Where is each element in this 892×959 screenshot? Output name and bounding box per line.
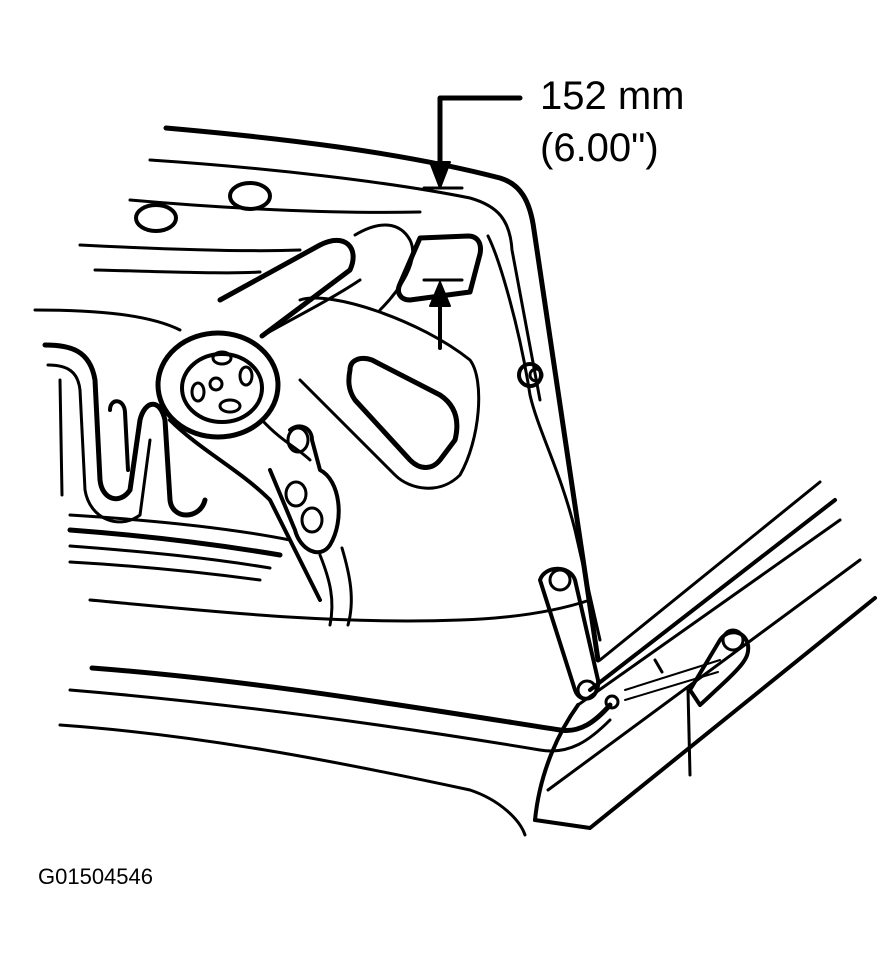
latch-point (606, 696, 618, 708)
lower-rib-3 (70, 546, 270, 568)
lid-seal-2 (70, 690, 610, 751)
inner-panel-slot-1 (110, 401, 128, 470)
figure-id-label: G01504546 (38, 864, 153, 889)
lid-top-edge-inner (150, 160, 540, 400)
connector-ring-3 (302, 508, 322, 532)
lock-pin-left (192, 383, 204, 401)
lower-rib-1 (70, 515, 290, 540)
rear-panel-edge-2 (578, 520, 840, 705)
inner-panel-outer (35, 310, 180, 330)
upper-rib-1 (130, 200, 420, 212)
lock-pin-top (213, 352, 231, 364)
hinge-bolt-top (550, 570, 570, 590)
side-bolt-inner (530, 369, 542, 381)
wire-harness (320, 555, 332, 625)
striker (690, 632, 748, 705)
lid-inner-bottom (90, 600, 590, 621)
lock-body-left (170, 420, 320, 600)
rear-panel-edge-3 (548, 560, 860, 790)
lock-pin-right (240, 367, 252, 385)
lock-cylinder-inner (182, 354, 262, 422)
dimension-leader (440, 98, 520, 170)
dimension-metric-label: 152 mm (540, 74, 685, 118)
pointer-line (688, 690, 690, 775)
upper-rib-3 (95, 270, 260, 273)
connector-ring-1 (288, 428, 308, 452)
lock-pin-center (210, 378, 222, 390)
striker-bolt (723, 630, 743, 650)
alignment-arrow-2 (625, 672, 718, 700)
rear-panel-edge-1 (590, 500, 835, 690)
connector-ring-2 (286, 482, 306, 506)
rear-panel-top (600, 482, 820, 660)
panel-hole-1 (136, 205, 176, 231)
triangle-frame (300, 298, 479, 488)
lock-tube-upper (220, 240, 353, 336)
lock-pin-bottom (220, 400, 240, 412)
lower-rib-2 (70, 530, 280, 555)
connector (270, 426, 339, 552)
lid-outer-bottom (60, 725, 525, 835)
triangular-opening (349, 358, 457, 467)
alignment-tick (655, 660, 662, 672)
inner-panel-curve-3 (60, 380, 62, 495)
lid-inner-panel-right (488, 236, 600, 640)
dimension-imperial-label: (6.00") (540, 126, 659, 170)
inner-panel-curve-1 (45, 345, 205, 515)
upper-rib-2 (80, 245, 300, 251)
alignment-arrow-1 (625, 660, 720, 690)
dimension-arrowhead-top (430, 162, 450, 188)
lid-seal-1 (92, 668, 610, 730)
lock-cylinder-outer (158, 333, 278, 437)
hinge-bolt-bottom (578, 681, 596, 699)
lock-bracket (355, 225, 413, 310)
inner-panel-curve-2 (48, 365, 150, 522)
rear-panel-bottom (535, 598, 875, 828)
lower-rib-4 (70, 562, 260, 580)
wire-harness-2 (342, 548, 351, 625)
lock-tube-lower (262, 280, 360, 336)
panel-hole-2 (230, 183, 270, 209)
rear-panel-left (535, 705, 578, 820)
